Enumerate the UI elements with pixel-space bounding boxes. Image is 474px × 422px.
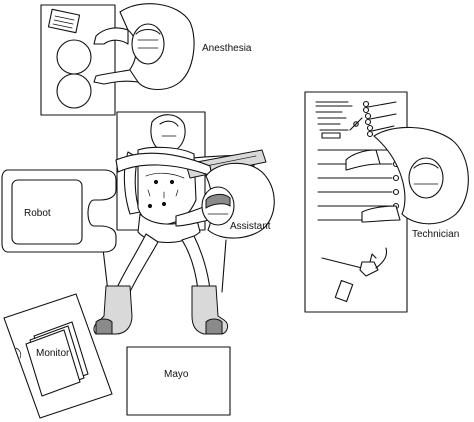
mayo-stand [126, 346, 231, 416]
label-monitor: Monitor [36, 348, 70, 359]
anesthesia-person-icon [93, 3, 195, 91]
anesthesia-dial-top [56, 39, 92, 75]
anesthesia-dial-bottom [56, 73, 92, 109]
label-anesthesia: Anesthesia [202, 43, 252, 54]
assistant-person-icon [175, 162, 275, 239]
anesthesia-cart [40, 4, 116, 116]
robot-cart [1, 169, 117, 253]
back-table [304, 91, 408, 313]
patient-icon [93, 114, 267, 335]
technician-person-icon [345, 126, 469, 225]
label-assistant: Assistant [230, 221, 271, 232]
label-mayo: Mayo [164, 369, 189, 380]
monitor-cart [3, 293, 113, 419]
label-technician: Technician [412, 229, 459, 240]
clipboard-icon [47, 8, 81, 34]
clamps-icon [349, 100, 397, 138]
label-robot: Robot [24, 208, 51, 219]
